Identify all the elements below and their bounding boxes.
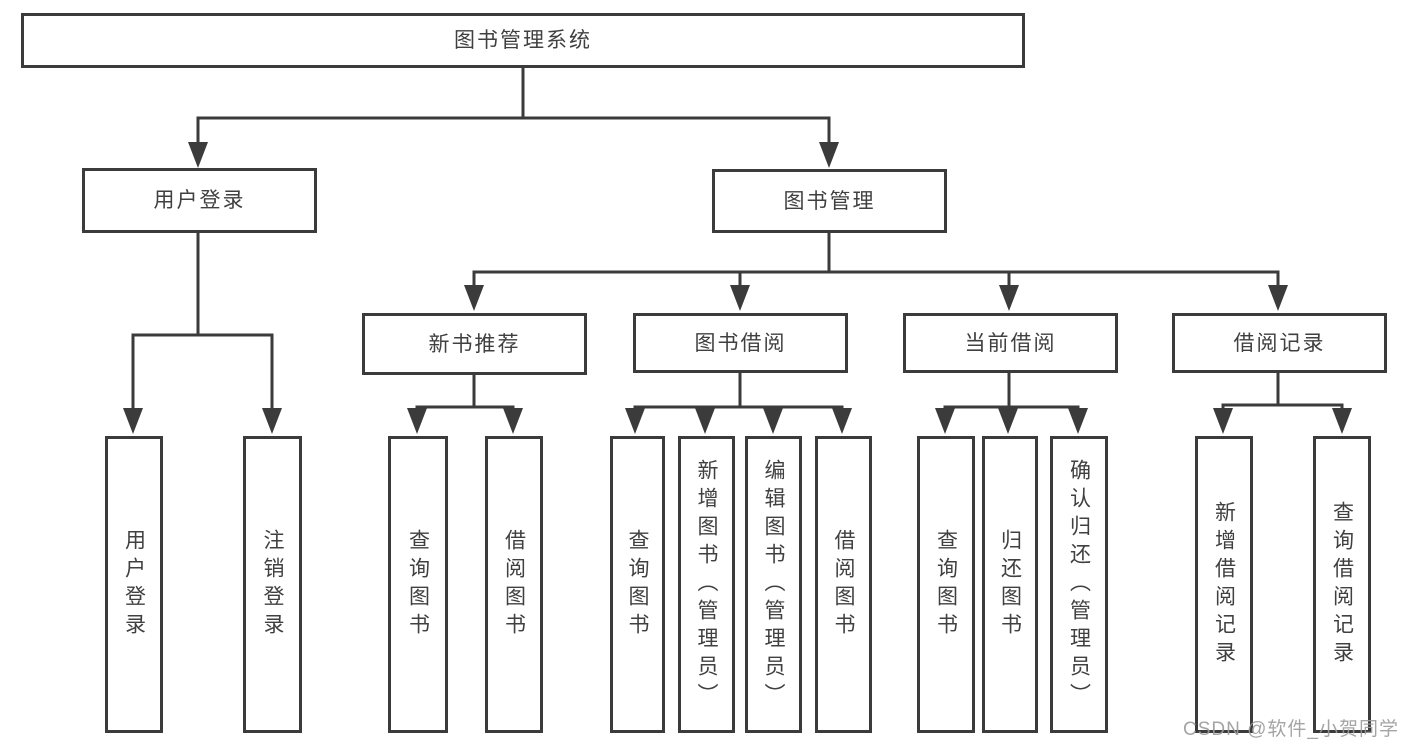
leaf-newbook-query-books: 查询图书 (388, 436, 448, 733)
node-label: 确认归还（管理员） (1067, 458, 1091, 711)
node-label: 查询图书 (934, 528, 958, 641)
node-label: 用户登录 (122, 528, 146, 641)
leaf-borrow-books: 借阅图书 (815, 436, 872, 733)
node-label: 图书管理 (783, 189, 876, 213)
leaf-user-login: 用户登录 (105, 436, 163, 733)
node-label: 借阅图书 (832, 528, 855, 641)
node-root-system: 图书管理系统 (21, 13, 1025, 68)
node-user-login: 用户登录 (82, 168, 317, 233)
arrowhead (625, 408, 645, 434)
arrowhead (464, 285, 484, 311)
leaf-borrow-query-books: 查询图书 (610, 436, 665, 733)
node-new-book-recommend: 新书推荐 (362, 313, 587, 375)
leaf-query-borrow-record: 查询借阅记录 (1313, 436, 1371, 733)
arrowhead (503, 408, 523, 434)
arrowhead (763, 408, 783, 434)
node-label: 查询图书 (626, 528, 649, 641)
csdn-watermark: CSDN @软件_小贺同学 (1183, 719, 1399, 740)
arrowhead (123, 408, 143, 434)
arrowhead (407, 408, 427, 434)
arrowhead (1068, 408, 1088, 434)
arrowhead (188, 142, 208, 168)
arrowhead (730, 285, 750, 311)
node-borrow-records: 借阅记录 (1172, 313, 1387, 373)
leaf-return-books: 归还图书 (982, 436, 1038, 733)
arrowhead (832, 408, 852, 434)
node-label: 借阅图书 (502, 528, 526, 641)
leaf-edit-books-admin: 编辑图书（管理员） (745, 436, 802, 733)
leaf-confirm-return-admin: 确认归还（管理员） (1050, 436, 1108, 733)
node-label: 编辑图书（管理员） (762, 458, 785, 711)
node-label: 注销登录 (261, 528, 284, 641)
node-label: 借阅记录 (1233, 331, 1326, 355)
node-label: 新增图书（管理员） (695, 458, 718, 711)
leaf-current-query-books: 查询图书 (917, 436, 975, 733)
node-book-management: 图书管理 (712, 169, 947, 233)
arrowhead (1213, 408, 1233, 434)
node-label: 查询图书 (406, 528, 430, 641)
leaf-add-borrow-record: 新增借阅记录 (1195, 436, 1253, 733)
node-label: 用户登录 (153, 189, 246, 212)
node-label: 新书推荐 (428, 332, 521, 356)
node-label: 图书借阅 (694, 331, 787, 355)
arrowhead (1268, 285, 1288, 311)
leaf-newbook-borrow-books: 借阅图书 (485, 436, 543, 733)
node-book-borrow: 图书借阅 (633, 313, 848, 373)
node-label: 当前借阅 (964, 331, 1057, 355)
arrowhead (695, 408, 715, 434)
node-label: 新增借阅记录 (1212, 500, 1236, 669)
arrowhead (998, 408, 1018, 434)
arrowhead (999, 285, 1019, 311)
arrowhead (262, 408, 282, 434)
node-label: 图书管理系统 (454, 29, 592, 52)
leaf-add-books-admin: 新增图书（管理员） (678, 436, 735, 733)
leaf-logout: 注销登录 (243, 436, 302, 733)
node-label: 归还图书 (998, 528, 1022, 641)
arrowhead (1332, 408, 1352, 434)
node-current-borrow: 当前借阅 (903, 313, 1118, 373)
node-label: 查询借阅记录 (1330, 500, 1354, 669)
arrowhead (819, 142, 839, 168)
arrowhead (935, 408, 955, 434)
